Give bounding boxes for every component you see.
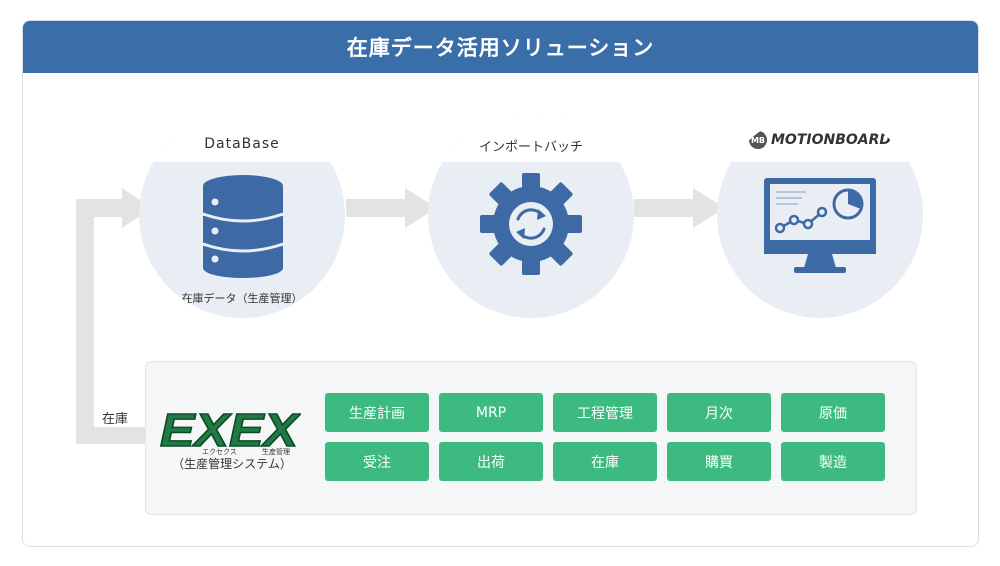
module-purchasing: 購買	[667, 442, 771, 481]
motionboard-logo-badge: MB	[748, 131, 767, 149]
module-production-planning: 生産計画	[325, 393, 429, 432]
module-shipping: 出荷	[439, 442, 543, 481]
feedback-top-bar	[76, 199, 126, 217]
import-stage: インポートバッチ	[428, 112, 634, 318]
arrow-import-mb-shaft	[634, 199, 696, 217]
module-monthly: 月次	[667, 393, 771, 432]
exex-logo-text: EXEX	[160, 404, 301, 456]
exex-logo-sub-right: 生産管理	[262, 447, 290, 456]
feedback-label: 在庫	[102, 412, 129, 427]
database-caption: 在庫データ（生産管理）	[181, 292, 303, 305]
arrow-import-mb-head	[693, 188, 725, 228]
feedback-vertical-bar	[76, 199, 94, 444]
motionboard-stage: MB MOTIONBOARD	[717, 112, 923, 318]
module-process-management: 工程管理	[553, 393, 657, 432]
module-manufacturing: 製造	[781, 442, 885, 481]
production-system-box	[145, 361, 917, 515]
exex-logo-sub-left: エクセクス	[202, 448, 237, 456]
gear-sync-icon	[479, 172, 583, 276]
system-caption: （生産管理システム）	[172, 457, 292, 471]
module-mrp: MRP	[439, 393, 543, 432]
module-inventory: 在庫	[553, 442, 657, 481]
database-icon	[202, 174, 284, 278]
database-stage-band	[139, 112, 345, 162]
panel-header: 在庫データ活用ソリューション	[23, 21, 978, 73]
module-orders: 受注	[325, 442, 429, 481]
motionboard-logo: MB MOTIONBOARD	[717, 131, 923, 149]
arrow-db-import-shaft	[346, 199, 408, 217]
feedback-bottom-bar	[76, 427, 148, 444]
panel-title: 在庫データ活用ソリューション	[346, 36, 655, 60]
database-label: DataBase	[204, 136, 280, 152]
module-cost: 原価	[781, 393, 885, 432]
import-stage-band	[428, 112, 634, 162]
database-stage: DataBase 在庫データ（生産管理）	[139, 112, 345, 318]
exex-logo: EXEX エクセクス 生産管理	[158, 404, 301, 456]
motionboard-logo-text: MOTIONBOARD	[770, 132, 892, 148]
import-label: インポートバッチ	[478, 140, 583, 155]
monitor-dashboard-icon	[764, 178, 876, 276]
arrow-db-import-head	[405, 188, 437, 228]
arrow-into-database	[122, 188, 152, 228]
